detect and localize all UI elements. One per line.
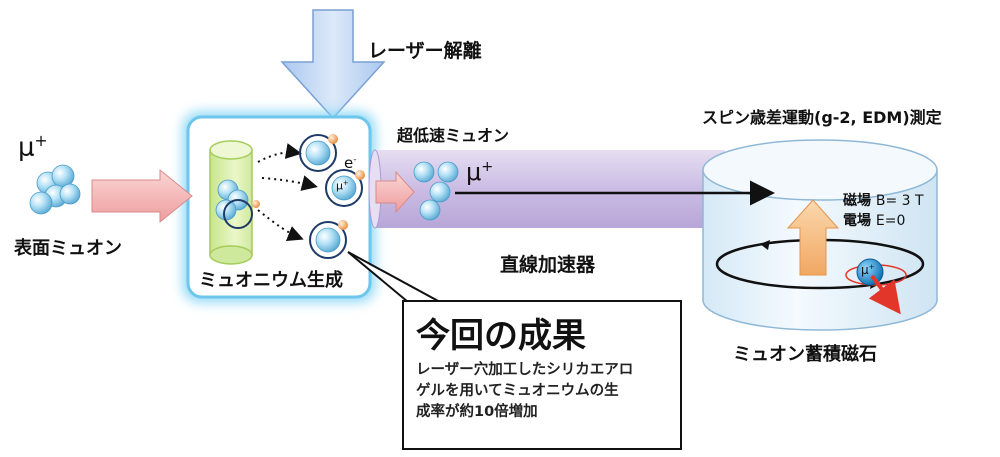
magnetic-field-name: 磁場: [843, 193, 871, 209]
beam-plus-sign: +: [481, 159, 494, 175]
electron-symbol: e: [344, 154, 354, 172]
laser-ionization-label: レーザー解離: [368, 40, 482, 62]
ultra-slow-muon-label: 超低速ミュオン: [397, 126, 510, 145]
result-line: ゲルを用いてミュオニウムの生: [416, 383, 619, 399]
mu-symbol: μ: [18, 132, 35, 163]
electric-field-label: 電場 E=0: [843, 210, 905, 230]
surface-muon-cluster: [29, 164, 81, 215]
muonium-atom-1: [299, 134, 338, 172]
laser-arrow: [280, 9, 386, 120]
magnetic-field-label: 磁場 B= 3 T: [843, 190, 924, 210]
slow-muon-cluster: [413, 161, 459, 221]
surface-muon-symbol: μ+: [18, 132, 48, 163]
linear-accelerator-label: 直線加速器: [500, 254, 596, 276]
muonium-mu-label: μ+: [336, 179, 349, 193]
stored-mu-symbol: μ: [861, 263, 869, 277]
electron-label: e-: [344, 154, 356, 172]
result-line: 成率が約10倍増加: [416, 404, 538, 420]
result-callout: 今回の成果 レーザー穴加工したシリカエアロ ゲルを用いてミュオニウムの生 成率が…: [402, 300, 682, 450]
surface-muon-label: 表面ミュオン: [14, 238, 122, 259]
mu-symbol-small: μ: [336, 179, 343, 193]
beam-mu-symbol: μ: [466, 158, 482, 186]
accelerator-input-arrow: [375, 170, 415, 214]
stored-plus-sign: +: [868, 262, 875, 271]
muonium-generation-label: ミュオニウム生成: [199, 270, 343, 291]
plus-sign: +: [34, 132, 48, 150]
input-arrow: [91, 168, 193, 224]
minus-sign: -: [353, 155, 357, 165]
beam-mu-label: μ+: [466, 158, 493, 186]
spin-precession-label: スピン歳差運動(g-2, EDM)測定: [702, 108, 942, 127]
magnetic-field-value: B= 3 T: [875, 193, 924, 209]
electric-field-value: E=0: [875, 213, 906, 229]
magnetic-field-arrow: [786, 199, 840, 276]
electric-field-name: 電場: [843, 213, 871, 229]
result-title: 今回の成果: [416, 316, 586, 356]
muonium-emission-paths: [257, 143, 318, 241]
muonium-atom-2: [325, 169, 365, 207]
stored-muon: [856, 258, 901, 315]
result-callout-pointer: [347, 251, 441, 303]
aerogel-target: [209, 140, 260, 265]
muonium-atom-3: [309, 220, 348, 259]
plus-sign-small: +: [343, 179, 349, 187]
result-body: レーザー穴加工したシリカエアロ ゲルを用いてミュオニウムの生 成率が約10倍増加: [416, 360, 678, 423]
storage-magnet-label: ミュオン蓄積磁石: [733, 344, 877, 365]
result-line: レーザー穴加工したシリカエアロ: [416, 362, 634, 378]
stored-muon-mu-label: μ+: [861, 262, 875, 277]
